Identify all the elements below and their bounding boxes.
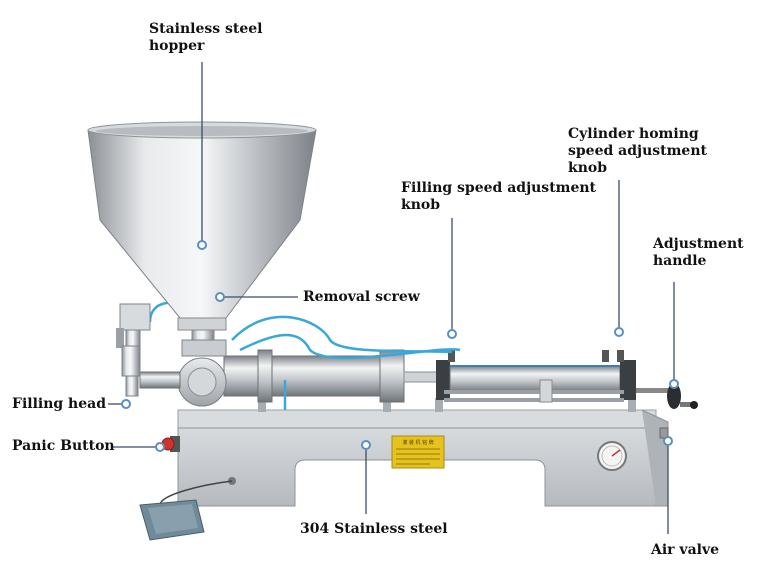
nameplate-title: 灌 装 机 铭 牌: [402, 439, 433, 446]
dot-cylinder-homing: [614, 327, 624, 337]
label-cylinder-homing-knob: Cylinder homing speed adjustment knob: [568, 126, 707, 176]
adjustment-handle-shape: [636, 383, 698, 409]
label-filling-head: Filling head: [12, 396, 107, 412]
label-panic-button: Panic Button: [12, 438, 115, 454]
foot-pedal: [139, 480, 233, 541]
dot-filling-speed: [447, 329, 457, 339]
valve-body: [139, 339, 227, 407]
main-cylinder: [223, 349, 439, 403]
label-stainless-steel-hopper: Stainless steel hopper: [149, 21, 263, 54]
panic-button-shape: [161, 436, 180, 452]
dot-hopper: [197, 240, 207, 250]
nameplate: 灌 装 机 铭 牌: [391, 435, 445, 469]
dot-panic-button: [155, 442, 165, 452]
callout-lines: [108, 62, 675, 534]
label-removal-screw: Removal screw: [303, 289, 420, 305]
filling-head-shape: [116, 303, 151, 397]
callout-dots: [121, 240, 679, 452]
dot-adjustment-handle: [669, 379, 679, 389]
dot-304-stainless: [361, 440, 371, 450]
dot-filling-head: [121, 399, 131, 409]
air-cylinder: [436, 350, 636, 403]
machine: 灌 装 机 铭 牌: [87, 121, 698, 541]
dot-air-valve: [663, 436, 673, 446]
pressure-gauge: [597, 441, 627, 471]
label-304-stainless-steel: 304 Stainless steel: [300, 521, 448, 537]
label-adjustment-handle: Adjustment handle: [653, 236, 744, 269]
dot-removal-screw: [215, 292, 225, 302]
label-air-valve: Air valve: [651, 542, 719, 558]
label-filling-speed-knob: Filling speed adjustment knob: [401, 180, 597, 213]
